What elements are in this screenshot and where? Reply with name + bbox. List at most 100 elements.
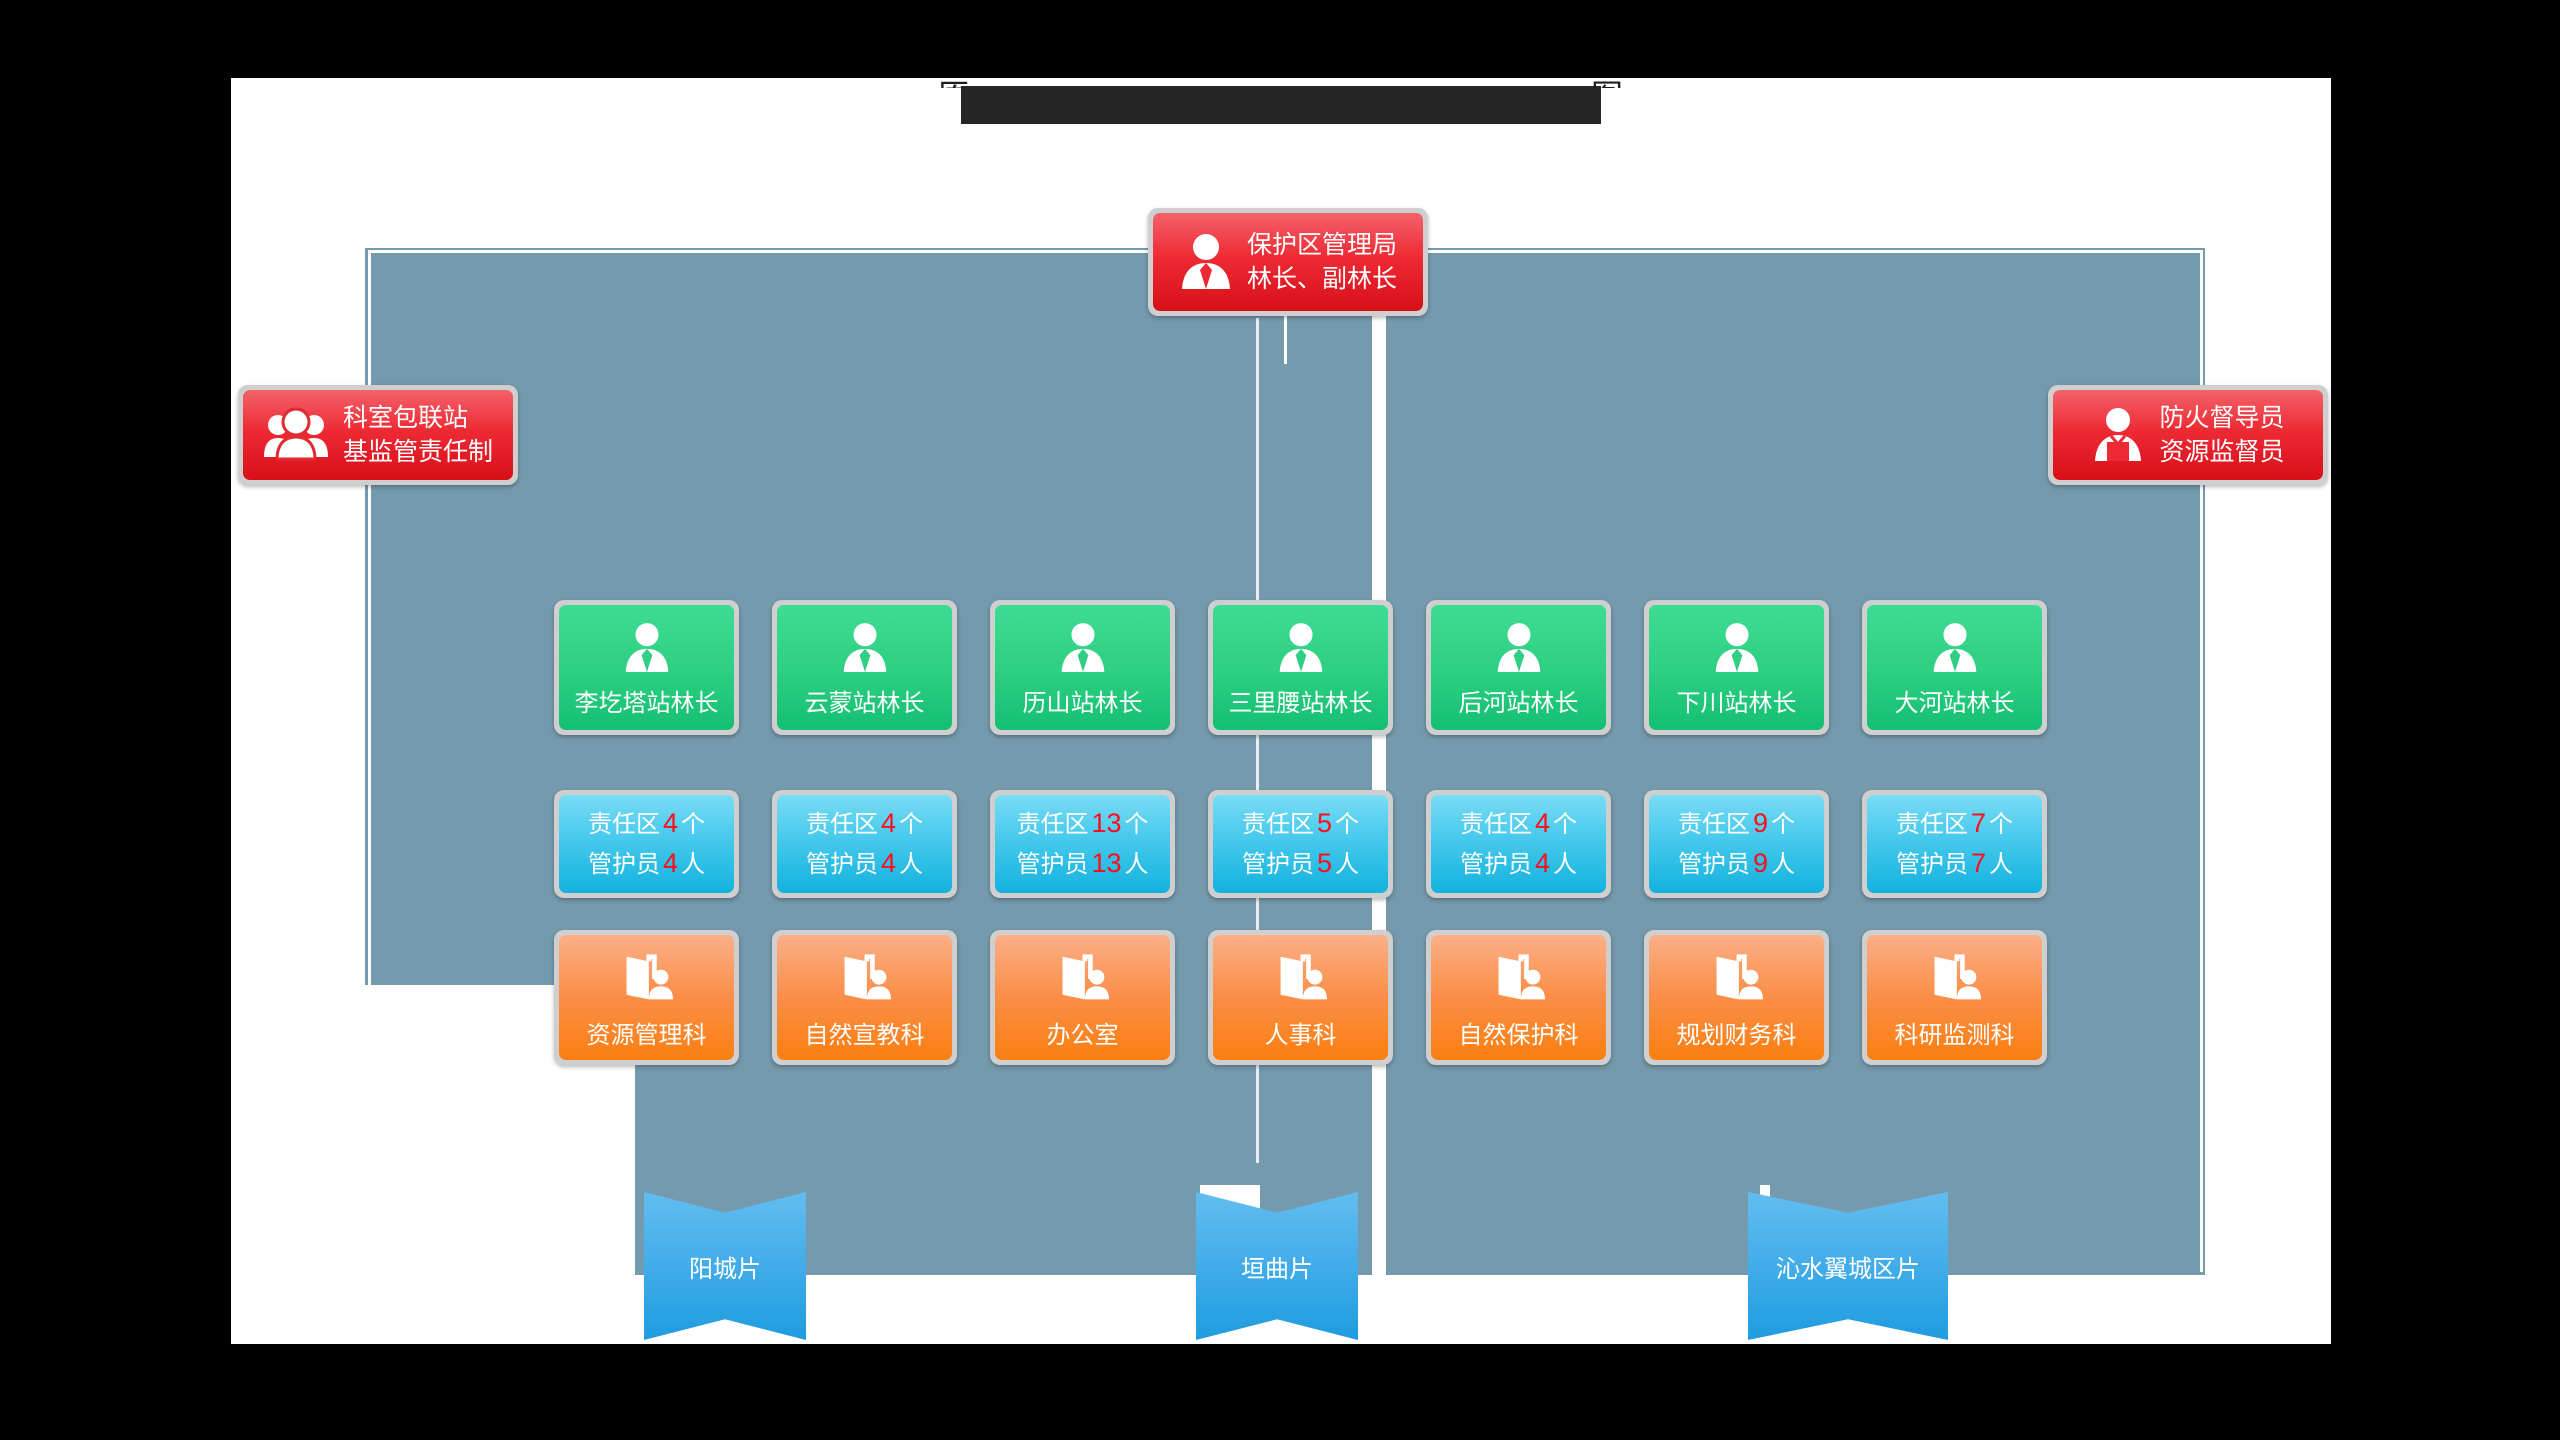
connector-rail-left (368, 250, 371, 1010)
node-surface: 资源管理科 (559, 935, 734, 1060)
connector-top-node-stub (1284, 312, 1287, 364)
node-label: 科室包联站 基监管责任制 (342, 403, 493, 467)
banner-label: 阳城片 (689, 1255, 761, 1283)
node-label: 后河站林长 (1458, 690, 1579, 717)
node-label: 人事科 (1264, 1022, 1337, 1049)
node-surface: 自然保护科 (1431, 935, 1606, 1060)
door-person-icon (1275, 953, 1327, 1005)
node-label: 云蒙站林长 (804, 690, 925, 717)
node-surface: 李圪塔站林长 (559, 605, 734, 730)
node-surface: 云蒙站林长 (777, 605, 952, 730)
node-label: 资源管理科 (586, 1022, 707, 1049)
node-department[interactable]: 人事科 (1208, 930, 1393, 1065)
node-station-chief[interactable]: 云蒙站林长 (772, 600, 957, 735)
node-department[interactable]: 自然保护科 (1426, 930, 1611, 1065)
node-station-chief[interactable]: 下川站林长 (1644, 600, 1829, 735)
node-department[interactable]: 资源管理科 (554, 930, 739, 1065)
node-label: 三里腰站林长 (1228, 690, 1373, 717)
node-surface: 人事科 (1213, 935, 1388, 1060)
node-label: 保护区管理局 林长、副林长 (1246, 230, 1397, 294)
node-label: 规划财务科 (1676, 1022, 1797, 1049)
node-fire-supervisor[interactable]: 防火督导员 资源监督员 (2048, 385, 2328, 485)
connector-rail-right (2200, 250, 2203, 1272)
node-office-liaison[interactable]: 科室包联站 基监管责任制 (238, 385, 518, 485)
node-surface: 三里腰站林长 (1213, 605, 1388, 730)
banner-district[interactable]: 沁水翼城区片 (1748, 1192, 1948, 1340)
node-surface: 大河站林长 (1867, 605, 2042, 730)
title-edge-right: 图 (1591, 80, 1623, 88)
node-surface: 保护区管理局 林长、副林长 (1153, 213, 1423, 311)
person-tie-icon (1059, 621, 1107, 675)
node-protection-bureau[interactable]: 保护区管理局 林长、副林长 (1148, 208, 1428, 316)
door-person-icon (1057, 953, 1109, 1005)
door-person-icon (621, 953, 673, 1005)
door-person-icon (1493, 953, 1545, 1005)
node-station-chief[interactable]: 大河站林长 (1862, 600, 2047, 735)
node-surface: 防火督导员 资源监督员 (2053, 390, 2323, 480)
banner-label: 垣曲片 (1241, 1255, 1313, 1283)
node-station-chief[interactable]: 李圪塔站林长 (554, 600, 739, 735)
page-title: 原 图 (231, 78, 2331, 132)
door-person-icon (1929, 953, 1981, 1005)
node-station-chief[interactable]: 三里腰站林长 (1208, 600, 1393, 735)
person-vest-icon (2091, 406, 2145, 464)
node-label: 防火督导员 资源监督员 (2159, 403, 2285, 467)
node-station-chief[interactable]: 历山站林长 (990, 600, 1175, 735)
node-surface: 自然宣教科 (777, 935, 952, 1060)
banner-shape (1748, 1192, 1948, 1340)
banner-district[interactable]: 阳城片 (644, 1192, 806, 1340)
person-tie-icon (1277, 621, 1325, 675)
banner-label: 沁水翼城区片 (1776, 1255, 1920, 1283)
banner-district[interactable]: 垣曲片 (1196, 1192, 1358, 1340)
node-surface: 科研监测科 (1867, 935, 2042, 1060)
node-label: 大河站林长 (1894, 690, 2015, 717)
person-tie-icon (1931, 621, 1979, 675)
node-station-chief[interactable]: 后河站林长 (1426, 600, 1611, 735)
node-department[interactable]: 办公室 (990, 930, 1175, 1065)
node-department[interactable]: 科研监测科 (1862, 930, 2047, 1065)
node-label: 历山站林长 (1022, 690, 1143, 717)
title-redaction-bar: 原 图 (937, 80, 1623, 124)
node-department[interactable]: 规划财务科 (1644, 930, 1829, 1065)
node-department[interactable]: 自然宣教科 (772, 930, 957, 1065)
node-surface: 历山站林长 (995, 605, 1170, 730)
node-surface: 下川站林长 (1649, 605, 1824, 730)
node-label: 下川站林长 (1676, 690, 1797, 717)
node-surface: 办公室 (995, 935, 1170, 1060)
node-label: 自然宣教科 (804, 1022, 925, 1049)
node-surface: 后河站林长 (1431, 605, 1606, 730)
person-tie-icon (623, 621, 671, 675)
door-person-icon (839, 953, 891, 1005)
title-edge-left: 原 (937, 80, 969, 88)
people-group-icon (263, 407, 329, 463)
node-label: 科研监测科 (1894, 1022, 2015, 1049)
node-surface: 规划财务科 (1649, 935, 1824, 1060)
node-surface: 科室包联站 基监管责任制 (243, 390, 513, 480)
banner-shape (644, 1192, 806, 1340)
chart-backdrop-panel (365, 248, 2205, 1275)
